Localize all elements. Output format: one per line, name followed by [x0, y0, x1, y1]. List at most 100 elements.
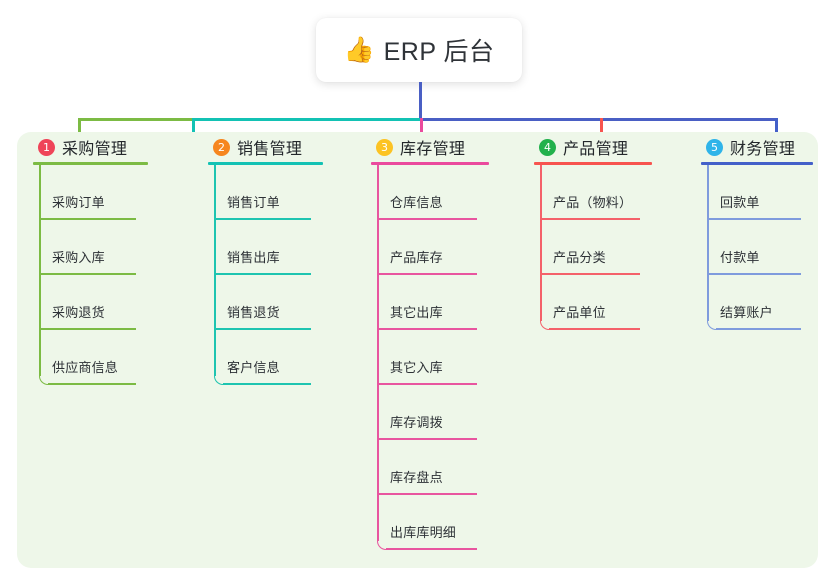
root-node-label: ERP 后台 [383, 38, 495, 66]
list-item-label: 付款单 [720, 250, 760, 265]
branch-vline [214, 330, 216, 376]
thumbs-up-icon: 👍 [343, 35, 375, 64]
list-item-label: 产品单位 [553, 305, 606, 320]
branch-underline [214, 218, 311, 220]
column-items-5: 回款单付款单结算账户 [707, 165, 801, 330]
list-item[interactable]: 其它入库 [377, 330, 477, 385]
list-item[interactable]: 销售订单 [214, 165, 311, 220]
branch-underline [39, 218, 136, 220]
list-item[interactable]: 库存盘点 [377, 440, 477, 495]
branch-underline [39, 328, 136, 330]
bus-purple [420, 118, 775, 121]
list-item[interactable]: 采购退货 [39, 275, 136, 330]
root-node[interactable]: 👍 ERP 后台 [316, 18, 522, 82]
list-item-label: 出库库明细 [390, 525, 457, 540]
list-item[interactable]: 供应商信息 [39, 330, 136, 385]
branch-underline [214, 328, 311, 330]
column-header-5[interactable]: 5 财务管理 [685, 132, 795, 162]
list-item-label: 产品库存 [390, 250, 443, 265]
branch-vline [39, 275, 41, 330]
branch-underline [223, 383, 311, 385]
branch-underline [39, 273, 136, 275]
list-item[interactable]: 产品单位 [540, 275, 640, 330]
list-item-label: 客户信息 [227, 360, 280, 375]
column-badge-2: 2 [213, 138, 230, 156]
list-item[interactable]: 产品分类 [540, 220, 640, 275]
list-item[interactable]: 产品库存 [377, 220, 477, 275]
list-item[interactable]: 销售出库 [214, 220, 311, 275]
branch-vline [707, 275, 709, 321]
list-item[interactable]: 采购订单 [39, 165, 136, 220]
column-title-rule-1 [33, 162, 148, 165]
list-item-label: 采购订单 [52, 195, 105, 210]
branch-underline [707, 218, 801, 220]
list-item-label: 销售订单 [227, 195, 280, 210]
root-stem [419, 82, 422, 121]
branch-underline [540, 273, 640, 275]
branch-underline [386, 548, 477, 550]
branch-vline [540, 275, 542, 321]
list-item-label: 销售退货 [227, 305, 280, 320]
branch-vline [707, 220, 709, 275]
branch-underline [377, 438, 477, 440]
list-item[interactable]: 销售退货 [214, 275, 311, 330]
list-item[interactable]: 回款单 [707, 165, 801, 220]
column-title-rule-4 [534, 162, 652, 165]
branch-underline [549, 328, 640, 330]
branch-vline [377, 275, 379, 330]
branch-vline [540, 220, 542, 275]
list-item-label: 采购退货 [52, 305, 105, 320]
list-item-label: 库存盘点 [390, 470, 443, 485]
branch-vline [377, 495, 379, 541]
list-item[interactable]: 付款单 [707, 220, 801, 275]
branch-vline [39, 330, 41, 376]
list-item[interactable]: 仓库信息 [377, 165, 477, 220]
list-item-label: 采购入库 [52, 250, 105, 265]
list-item-label: 其它入库 [390, 360, 443, 375]
list-item[interactable]: 库存调拨 [377, 385, 477, 440]
list-item-label: 结算账户 [720, 305, 773, 320]
branch-vline [377, 385, 379, 440]
column-title-rule-2 [208, 162, 323, 165]
list-item-label: 库存调拨 [390, 415, 443, 430]
list-item-label: 产品分类 [553, 250, 606, 265]
column-items-3: 仓库信息产品库存其它出库其它入库库存调拨库存盘点出库库明细 [377, 165, 477, 550]
list-item-label: 供应商信息 [52, 360, 119, 375]
list-item[interactable]: 采购入库 [39, 220, 136, 275]
branch-vline [39, 165, 41, 220]
column-title-5: 财务管理 [730, 141, 796, 158]
column-5: 5 财务管理回款单付款单结算账户 [685, 132, 813, 330]
column-badge-3: 3 [376, 138, 393, 156]
list-item[interactable]: 结算账户 [707, 275, 801, 330]
list-item-label: 其它出库 [390, 305, 443, 320]
branch-underline [716, 328, 801, 330]
column-title-1: 采购管理 [62, 141, 128, 158]
branch-vline [377, 330, 379, 385]
column-title-4: 产品管理 [563, 141, 629, 158]
branch-underline [377, 328, 477, 330]
branch-vline [214, 165, 216, 220]
branch-underline [214, 273, 311, 275]
bus-teal [192, 118, 420, 121]
branch-vline [377, 165, 379, 220]
branch-vline [377, 440, 379, 495]
list-item-label: 产品（物料） [553, 195, 633, 210]
list-item[interactable]: 产品（物料） [540, 165, 640, 220]
branch-underline [377, 218, 477, 220]
list-item[interactable]: 出库库明细 [377, 495, 477, 550]
list-item-label: 销售出库 [227, 250, 280, 265]
list-item[interactable]: 其它出库 [377, 275, 477, 330]
branch-vline [540, 165, 542, 220]
list-item[interactable]: 客户信息 [214, 330, 311, 385]
column-badge-5: 5 [706, 138, 723, 156]
list-item-label: 回款单 [720, 195, 760, 210]
branch-underline [377, 493, 477, 495]
